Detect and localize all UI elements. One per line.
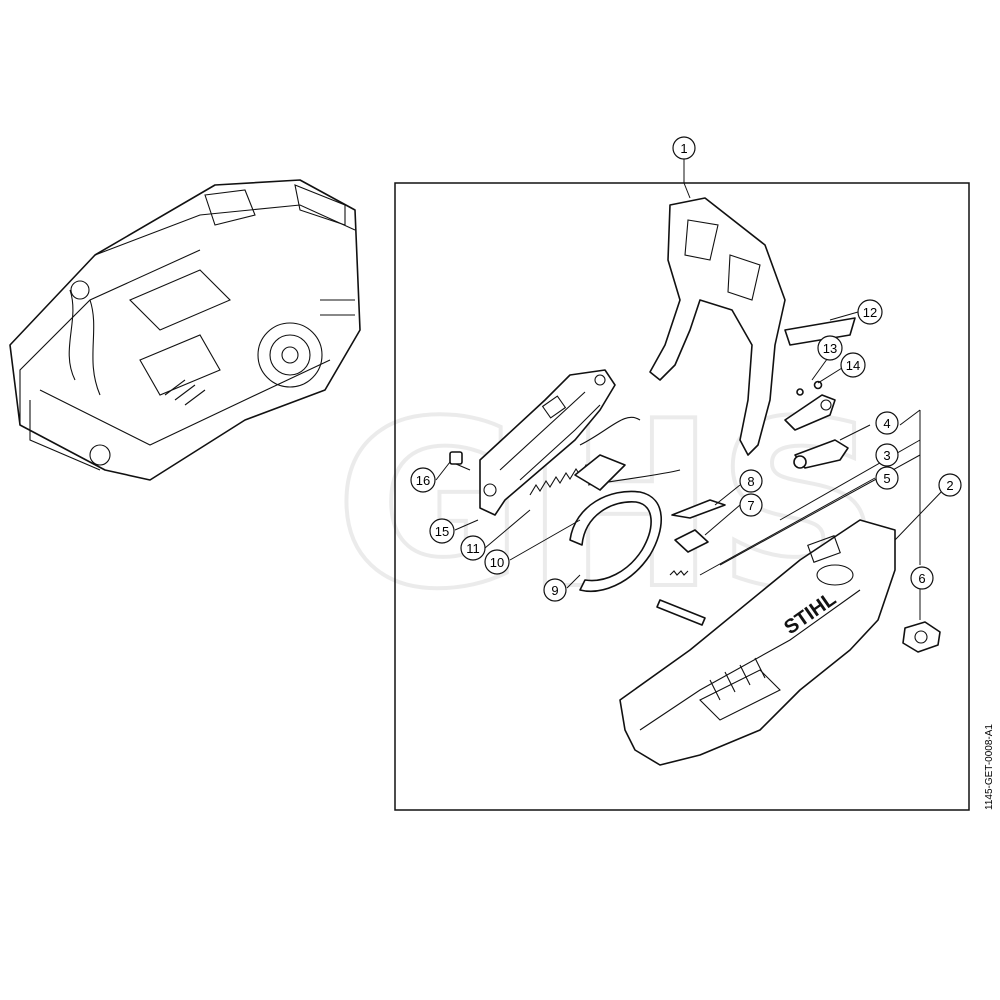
screw-and-washer-parts bbox=[796, 380, 823, 396]
svg-text:10: 10 bbox=[490, 555, 504, 570]
callout-7: 7 bbox=[739, 493, 763, 517]
hand-guard-part bbox=[649, 197, 786, 456]
callout-1: 1 bbox=[672, 136, 696, 160]
svg-text:14: 14 bbox=[846, 358, 860, 373]
plate-part bbox=[784, 317, 856, 346]
svg-text:15: 15 bbox=[435, 524, 449, 539]
svg-text:12: 12 bbox=[863, 305, 877, 320]
callout-12: 12 bbox=[857, 299, 883, 325]
sprocket-cover-part: STIHL bbox=[619, 519, 896, 766]
svg-text:11: 11 bbox=[466, 541, 480, 556]
callout-11: 11 bbox=[460, 535, 486, 561]
callout-14: 14 bbox=[840, 352, 866, 378]
brake-bracket-part bbox=[479, 369, 616, 516]
svg-text:8: 8 bbox=[747, 474, 754, 489]
brake-shoe-part bbox=[574, 454, 626, 491]
callout-3: 3 bbox=[875, 443, 899, 467]
brake-link-parts bbox=[784, 394, 849, 469]
drawing-id: 1145-GET-0008-A1 bbox=[984, 724, 995, 810]
callout-6: 6 bbox=[910, 566, 934, 590]
callout-9: 9 bbox=[543, 578, 567, 602]
svg-text:5: 5 bbox=[883, 471, 890, 486]
callout-13: 13 bbox=[817, 335, 843, 361]
engine-overview-drawing bbox=[9, 179, 361, 481]
svg-text:16: 16 bbox=[416, 473, 430, 488]
callout-2: 2 bbox=[938, 473, 962, 497]
svg-text:9: 9 bbox=[551, 583, 558, 598]
svg-text:2: 2 bbox=[946, 478, 953, 493]
callout-16: 16 bbox=[410, 467, 436, 493]
svg-text:4: 4 bbox=[883, 416, 890, 431]
detent-part bbox=[674, 529, 709, 553]
callout-4: 4 bbox=[875, 411, 899, 435]
svg-text:1: 1 bbox=[680, 141, 687, 156]
callout-5: 5 bbox=[875, 466, 899, 490]
screw-part-16 bbox=[449, 451, 471, 471]
pin-part bbox=[656, 599, 706, 626]
callout-15: 15 bbox=[429, 518, 455, 544]
spring-clip-part bbox=[671, 499, 726, 519]
callout-10: 10 bbox=[484, 549, 510, 575]
svg-text:6: 6 bbox=[918, 571, 925, 586]
callout-8: 8 bbox=[739, 469, 763, 493]
svg-text:3: 3 bbox=[883, 448, 890, 463]
parts-frame bbox=[394, 182, 970, 811]
svg-text:7: 7 bbox=[747, 498, 754, 513]
brake-band-part bbox=[569, 490, 662, 592]
svg-text:13: 13 bbox=[823, 341, 837, 356]
small-spring-part bbox=[669, 570, 689, 576]
collar-nut-part bbox=[902, 621, 941, 653]
